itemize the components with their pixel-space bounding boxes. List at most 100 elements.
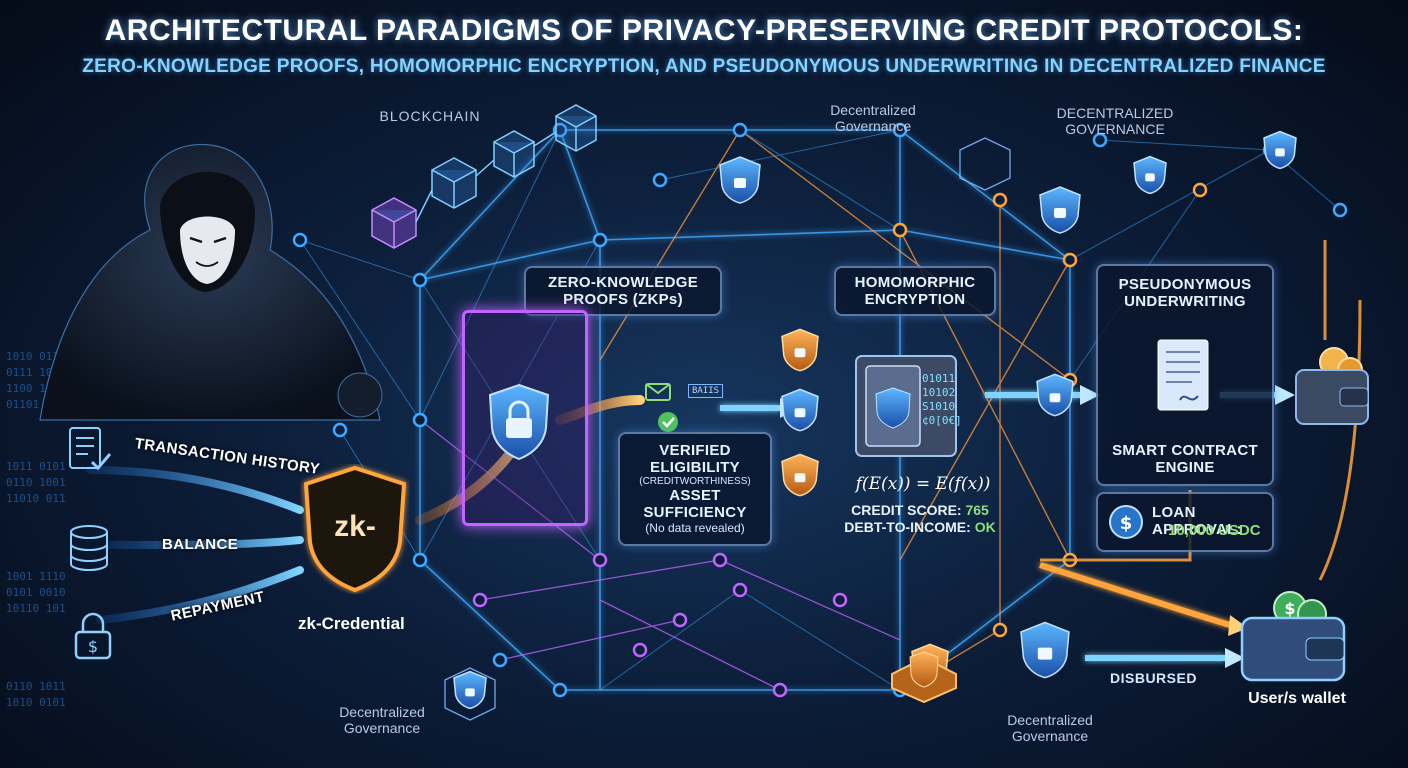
network-node (552, 682, 568, 698)
network-node (412, 272, 428, 288)
usdc-coin-icon: $ (1108, 504, 1144, 540)
blockchain-cube-icon (371, 104, 597, 249)
network-node (1092, 132, 1108, 148)
network-node (292, 232, 308, 248)
zk-badge-text: zk- (334, 510, 376, 543)
wallet-icon (1290, 340, 1374, 430)
network-node (652, 172, 668, 188)
svg-text:1010 0110: 1010 0110 (6, 350, 66, 363)
padlock-icon (1275, 148, 1285, 157)
vault-lock-icon (884, 644, 964, 704)
homomorphic-title: HOMOMORPHIC ENCRYPTION (854, 274, 976, 308)
governance-label-top-right: DECENTRALIZED GOVERNANCE (1056, 105, 1174, 137)
svg-text:$: $ (88, 637, 98, 656)
wallet-label: User/s wallet (1248, 690, 1346, 707)
network-nodes (292, 122, 1348, 698)
network-node (672, 612, 688, 628)
svg-text:$: $ (1120, 513, 1133, 534)
svg-text:1011 0101: 1011 0101 (6, 460, 66, 473)
governance-label-bottom-left: Decentralized Governance (339, 704, 425, 736)
governance-label-top-center: Decentralized Governance (830, 102, 916, 134)
page-subtitle: ZERO-KNOWLEDGE PROOFS, HOMOMORPHIC ENCRY… (82, 56, 1326, 77)
binary-line: 10102 (922, 386, 956, 399)
network-node (712, 552, 728, 568)
zkp-creditworthiness: (CREDITWORTHINESS) (639, 476, 751, 487)
network-node (472, 592, 488, 608)
homomorphic-formula: f(E(x)) = E(f(x)) (855, 474, 991, 494)
pseudonymous-title: PSEUDONYMOUS UNDERWRITING (1118, 276, 1252, 310)
network-node (632, 642, 648, 658)
governance-label-bottom-center: Decentralized Governance (1007, 712, 1093, 744)
smart-contract-engine: SMART CONTRACT ENGINE (1112, 442, 1258, 476)
lock-dollar-icon: $ (72, 610, 114, 662)
padlock-icon (465, 688, 475, 697)
network-node (732, 122, 748, 138)
svg-text:0110 1001: 0110 1001 (6, 476, 66, 489)
safe-icon (850, 340, 970, 460)
dti-value: OK (974, 519, 996, 535)
network-node (832, 592, 848, 608)
document-check-icon (62, 424, 118, 476)
svg-text:11010 011: 11010 011 (6, 492, 66, 505)
padlock-icon (1145, 173, 1155, 182)
input-balance: BALANCE (162, 536, 239, 553)
database-icon (66, 524, 112, 574)
padlock-icon (1054, 208, 1066, 218)
padlock-icon (1049, 393, 1061, 403)
network-node (332, 422, 348, 438)
zkp-chip: BAIIS (688, 384, 724, 398)
zkp-note: (No data revealed) (645, 521, 745, 535)
network-node (492, 652, 508, 668)
shield-lock-icon (486, 382, 552, 462)
svg-text:1010 0101: 1010 0101 (6, 696, 66, 709)
credit-score-label: CREDIT SCORE: (851, 502, 962, 518)
network-node (412, 412, 428, 428)
network-node (992, 192, 1008, 208)
network-node (592, 552, 608, 568)
loan-approval-value: 10,000 USDC (1168, 522, 1261, 539)
hooded-figure-icon (39, 143, 383, 421)
zk-credential-label: zk-Credential (298, 614, 405, 633)
loan-approval-label: LOAN APPROVAL: (1152, 504, 1242, 538)
disbursed-label: DISBURSED (1110, 670, 1197, 686)
padlock-icon (1037, 647, 1053, 660)
encrypted-binary: 01011 10102 S1010 ¢0[0€] (922, 372, 962, 428)
padlock-icon (794, 348, 806, 358)
binary-line: ¢0[0€] (922, 414, 962, 427)
network-node (892, 122, 908, 138)
svg-text:0101 0010: 0101 0010 (6, 586, 66, 599)
network-node (552, 122, 568, 138)
credit-score-value: 765 (965, 502, 989, 518)
network-node (732, 582, 748, 598)
svg-text:1001 1110: 1001 1110 (6, 570, 66, 583)
page-title: ARCHITECTURAL PARADIGMS OF PRIVACY-PRESE… (104, 14, 1304, 47)
pseudonymous-panel: PSEUDONYMOUS UNDERWRITING SMART CONTRACT… (1096, 264, 1274, 486)
blockchain-label: BLOCKCHAIN (379, 108, 481, 124)
binary-line: S1010 (922, 400, 956, 413)
network-node (412, 552, 428, 568)
svg-text:0110 1011: 0110 1011 (6, 680, 66, 693)
network-node (772, 682, 788, 698)
padlock-icon (794, 473, 806, 483)
zkp-verified: VERIFIED ELIGIBILITY (650, 442, 740, 476)
zkp-verification-icons (640, 378, 700, 438)
svg-text:10110 101: 10110 101 (6, 602, 66, 615)
contract-icon (1150, 336, 1220, 426)
zkp-result-box: VERIFIED ELIGIBILITY (CREDITWORTHINESS) … (618, 432, 772, 546)
network-node (592, 232, 608, 248)
network-node (1062, 252, 1078, 268)
wallet-icon-user: $ (1236, 584, 1350, 684)
homomorphic-results: CREDIT SCORE: 765 DEBT-TO-INCOME: OK (840, 502, 1000, 536)
binary-line: 01011 (922, 372, 956, 385)
homomorphic-title-box: HOMOMORPHIC ENCRYPTION (834, 266, 996, 316)
network-node (1332, 202, 1348, 218)
zkp-title: ZERO-KNOWLEDGE PROOFS (ZKPs) (547, 274, 699, 308)
network-node (992, 622, 1008, 638)
loan-approval-box: $ LOAN APPROVAL: 10,000 USDC (1096, 492, 1274, 552)
network-node (1192, 182, 1208, 198)
zkp-asset: ASSET SUFFICIENCY (643, 487, 747, 521)
network-node (892, 222, 908, 238)
svg-text:$: $ (1284, 599, 1295, 618)
padlock-icon (794, 408, 806, 418)
